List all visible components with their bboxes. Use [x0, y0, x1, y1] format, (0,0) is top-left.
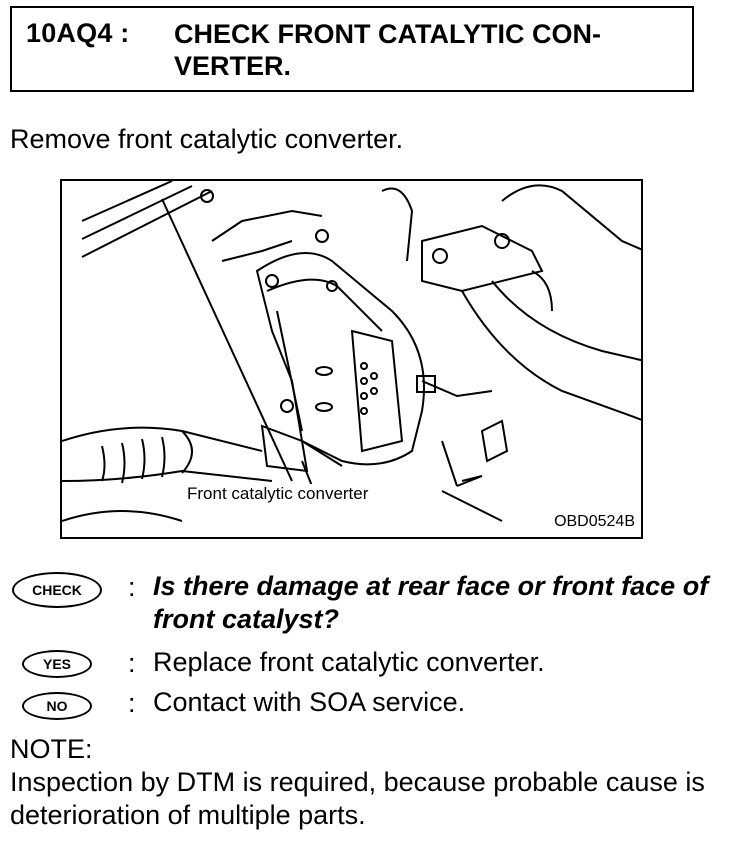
no-answer: Contact with SOA service.: [153, 687, 466, 717]
catalytic-converter-illustration: Front catalytic converter OBD0524B: [60, 179, 643, 539]
step-title: CHECK FRONT CATALYTIC CON- VERTER.: [174, 19, 601, 81]
figure-code: OBD0524B: [554, 513, 635, 530]
figure-callout-label: Front catalytic converter: [185, 484, 371, 504]
no-badge: NO: [22, 692, 92, 720]
no-colon: :: [128, 688, 136, 718]
check-question: Is there damage at rear face or front fa…: [153, 571, 709, 634]
check-badge: CHECK: [12, 572, 102, 608]
step-code: 10AQ4 :: [26, 18, 130, 48]
yes-colon: :: [128, 648, 136, 678]
note-text: Inspection by DTM is required, because p…: [10, 767, 705, 830]
check-colon: :: [128, 572, 136, 602]
note-label: NOTE:: [10, 734, 93, 764]
yes-answer: Replace front catalytic converter.: [153, 647, 545, 677]
instruction-text: Remove front catalytic converter.: [10, 124, 404, 154]
yes-badge: YES: [22, 650, 92, 678]
engine-drawing: [62, 181, 641, 522]
step-header-box: 10AQ4 : CHECK FRONT CATALYTIC CON- VERTE…: [10, 6, 694, 92]
